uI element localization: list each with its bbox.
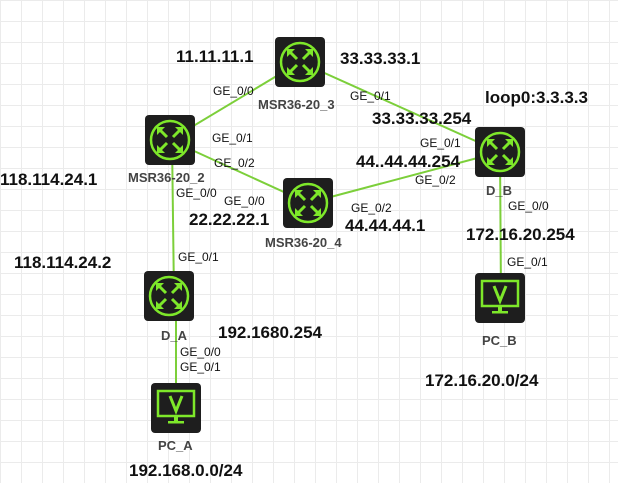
port-label: GE_0/1 [178, 250, 219, 264]
device-name-pcb: PC_B [482, 333, 517, 348]
router-msr36-20-3[interactable] [273, 35, 327, 89]
device-name-msr4: MSR36-20_4 [265, 235, 342, 250]
router-d-b[interactable] [473, 125, 527, 179]
port-label: GE_0/0 [180, 345, 221, 359]
device-name-db: D_B [486, 183, 512, 198]
pc-icon [473, 271, 527, 325]
port-label: GE_0/1 [212, 131, 253, 145]
port-label: GE_0/2 [415, 173, 456, 187]
port-label: GE_0/0 [213, 84, 254, 98]
pc-a[interactable] [149, 381, 203, 435]
ip-label: 33.33.33.1 [340, 49, 420, 68]
ip-label: 11.11.11.1 [176, 47, 254, 66]
ip-label: 33.33.33.254 [372, 109, 472, 128]
ip-label: 172.16.20.0/24 [425, 371, 539, 390]
ip-label: 44..44.44.254 [356, 152, 461, 171]
router-icon [281, 176, 335, 230]
router-msr36-20-2[interactable] [143, 113, 197, 167]
port-label: GE_0/0 [176, 186, 217, 200]
link-msr3-db[interactable] [299, 61, 501, 153]
ip-label: 22.22.22.1 [189, 210, 269, 229]
ip-label: 44.44.44.1 [345, 216, 425, 235]
pc-icon [149, 381, 203, 435]
port-label: GE_0/0 [508, 199, 549, 213]
port-label: GE_0/0 [224, 194, 265, 208]
device-name-msr3: MSR36-20_3 [258, 97, 335, 112]
router-icon [143, 113, 197, 167]
ip-label: 118.114.24.2 [14, 253, 111, 272]
ip-label: 192.168.0.0/24 [129, 461, 243, 480]
device-name-da: D_A [161, 328, 188, 343]
port-label: GE_0/1 [420, 136, 461, 150]
ip-label: 118.114.24.1 [0, 170, 97, 189]
router-msr36-20-4[interactable] [281, 176, 335, 230]
device-name-pca: PC_A [158, 438, 193, 453]
port-label: GE_0/1 [180, 360, 221, 374]
port-label: GE_0/2 [351, 201, 392, 215]
device-name-msr2: MSR36-20_2 [128, 170, 205, 185]
router-icon [142, 269, 196, 323]
link-msr2-da[interactable] [171, 139, 175, 297]
link-msr4-db[interactable] [307, 151, 501, 204]
pc-b[interactable] [473, 271, 527, 325]
ip-label: 192.1680.254 [218, 323, 323, 342]
ip-label: loop0:3.3.3.3 [485, 88, 588, 107]
router-d-a[interactable] [142, 269, 196, 323]
port-label: GE_0/2 [214, 156, 255, 170]
router-icon [273, 35, 327, 89]
ip-label: 172.16.20.254 [466, 225, 575, 244]
port-label: GE_0/1 [350, 89, 391, 103]
router-icon [473, 125, 527, 179]
port-label: GE_0/1 [507, 255, 548, 269]
